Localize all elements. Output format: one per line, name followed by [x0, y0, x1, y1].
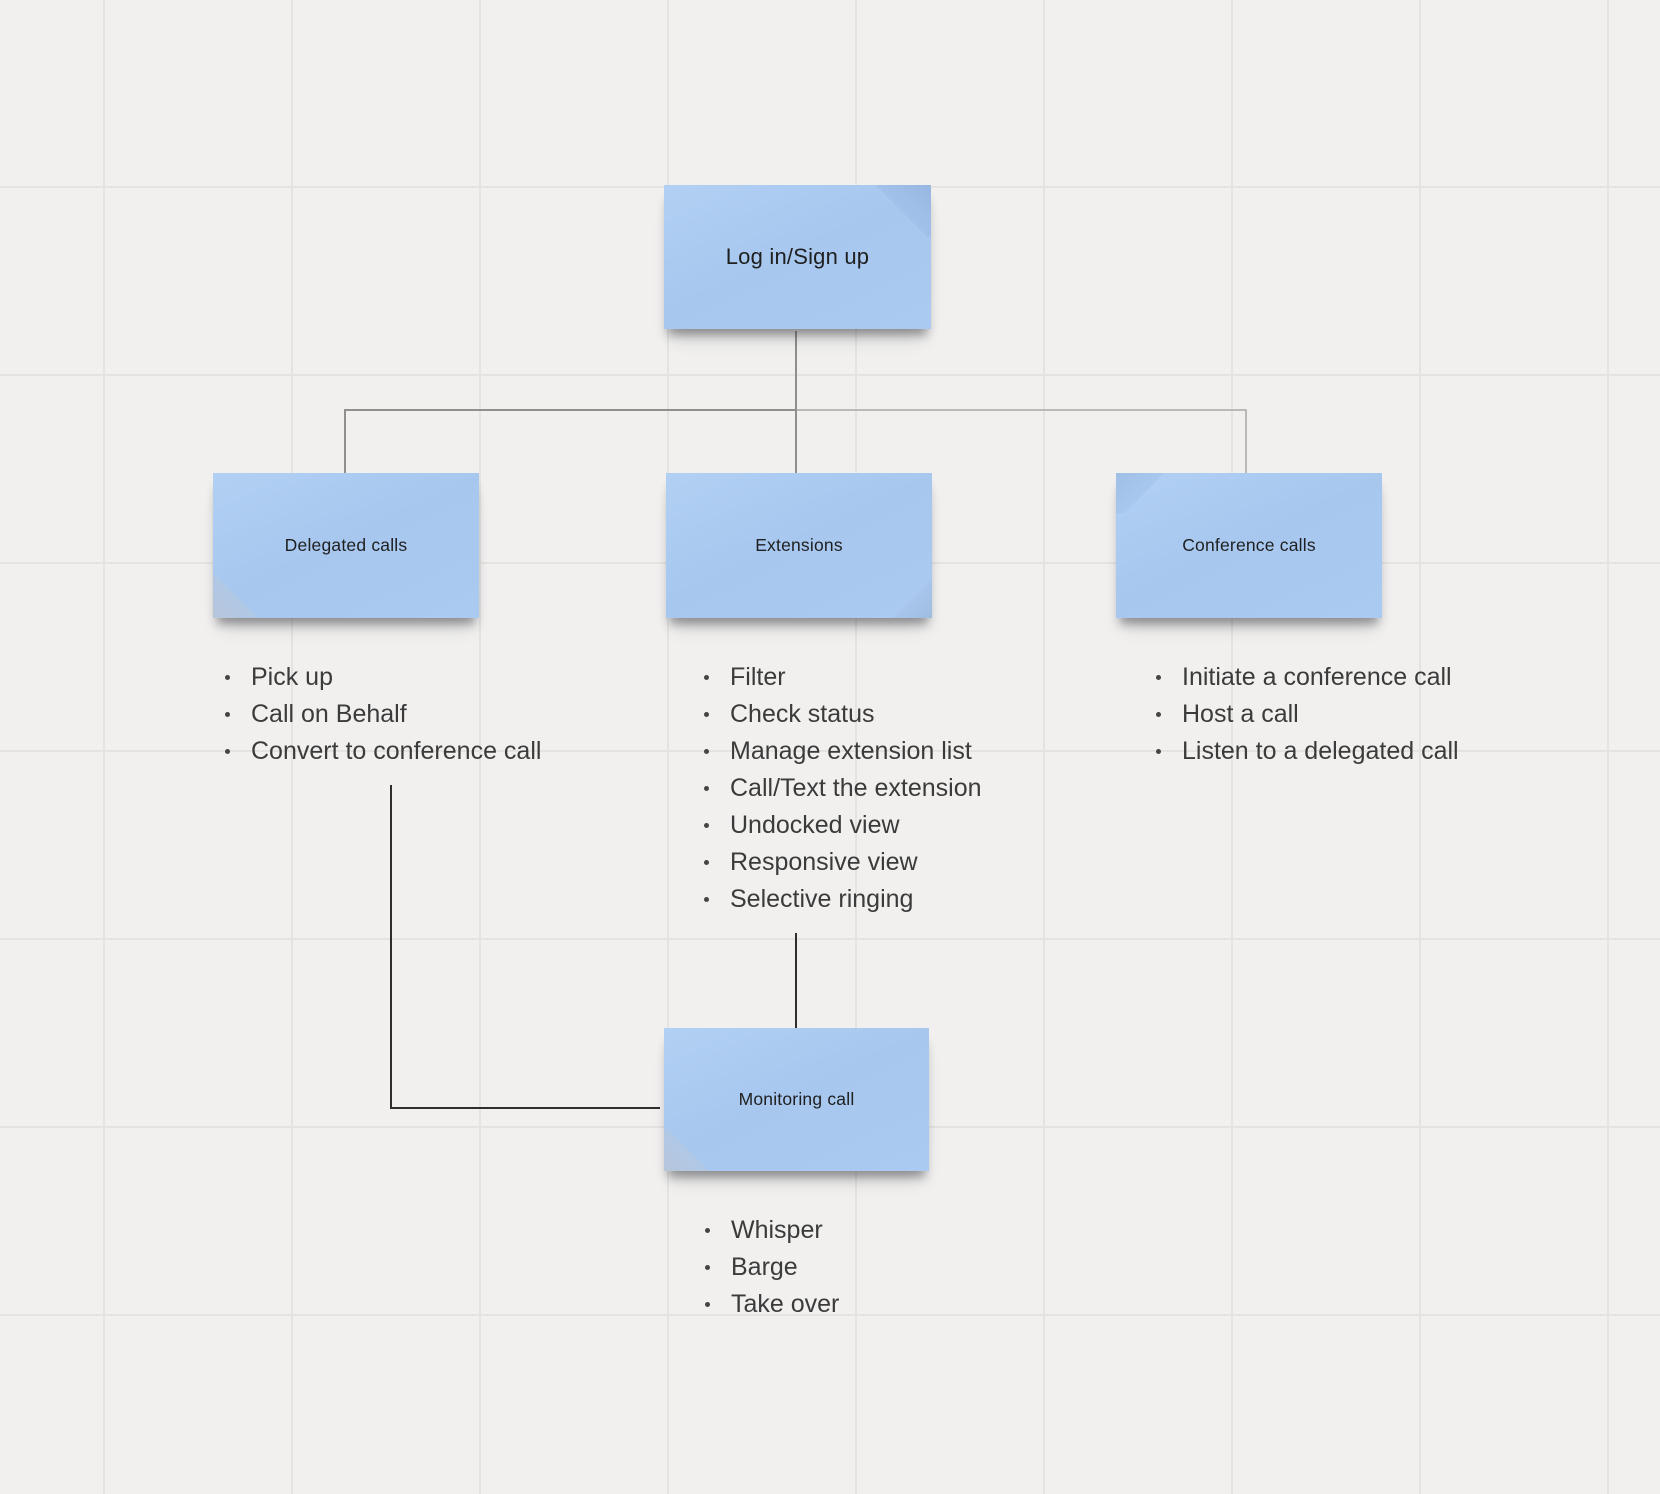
- list-item: Convert to conference call: [225, 733, 541, 770]
- list-item: Pick up: [225, 659, 541, 696]
- sticky-note-login[interactable]: Log in/Sign up: [664, 185, 931, 329]
- sticky-fold-corner: [1116, 473, 1182, 513]
- list-item: Check status: [704, 696, 982, 733]
- connector-delegated-monitoring-v[interactable]: [390, 785, 392, 1109]
- list-item: Barge: [705, 1249, 839, 1286]
- sticky-label: Conference calls: [1182, 535, 1316, 555]
- list-item: Call/Text the extension: [704, 770, 982, 807]
- list-item: Call on Behalf: [225, 696, 541, 733]
- connector-delegated-monitoring-h[interactable]: [390, 1107, 660, 1109]
- list-item: Take over: [705, 1286, 839, 1323]
- list-item: Selective ringing: [704, 881, 982, 918]
- sticky-fold-corner: [664, 1129, 734, 1171]
- connector-branch-left[interactable]: [345, 409, 797, 411]
- connector-drop-conference[interactable]: [1245, 409, 1247, 473]
- sticky-note-delegated-calls[interactable]: Delegated calls: [213, 473, 479, 618]
- connector-drop-delegated[interactable]: [344, 409, 346, 473]
- list-item: Host a call: [1156, 696, 1459, 733]
- sticky-label: Extensions: [755, 535, 843, 555]
- sticky-label: Delegated calls: [284, 535, 408, 555]
- sticky-label: Monitoring call: [738, 1089, 855, 1109]
- list-item: Undocked view: [704, 807, 982, 844]
- sticky-fold-corner: [872, 582, 932, 618]
- list-item: Manage extension list: [704, 733, 982, 770]
- list-item: Listen to a delegated call: [1156, 733, 1459, 770]
- connector-branch-right[interactable]: [797, 409, 1247, 411]
- list-item: Responsive view: [704, 844, 982, 881]
- connector-extensions-monitoring[interactable]: [795, 933, 797, 1028]
- sticky-label: Log in/Sign up: [725, 244, 870, 269]
- connector-login-trunk[interactable]: [795, 331, 797, 473]
- sticky-note-monitoring-call[interactable]: Monitoring call: [664, 1028, 929, 1171]
- sticky-fold-corner: [213, 576, 283, 618]
- sticky-note-extensions[interactable]: Extensions: [666, 473, 932, 618]
- sticky-fold-corner: [853, 185, 931, 237]
- list-item: Filter: [704, 659, 982, 696]
- sticky-note-conference-calls[interactable]: Conference calls: [1116, 473, 1382, 618]
- list-item: Whisper: [705, 1212, 839, 1249]
- list-item: Initiate a conference call: [1156, 659, 1459, 696]
